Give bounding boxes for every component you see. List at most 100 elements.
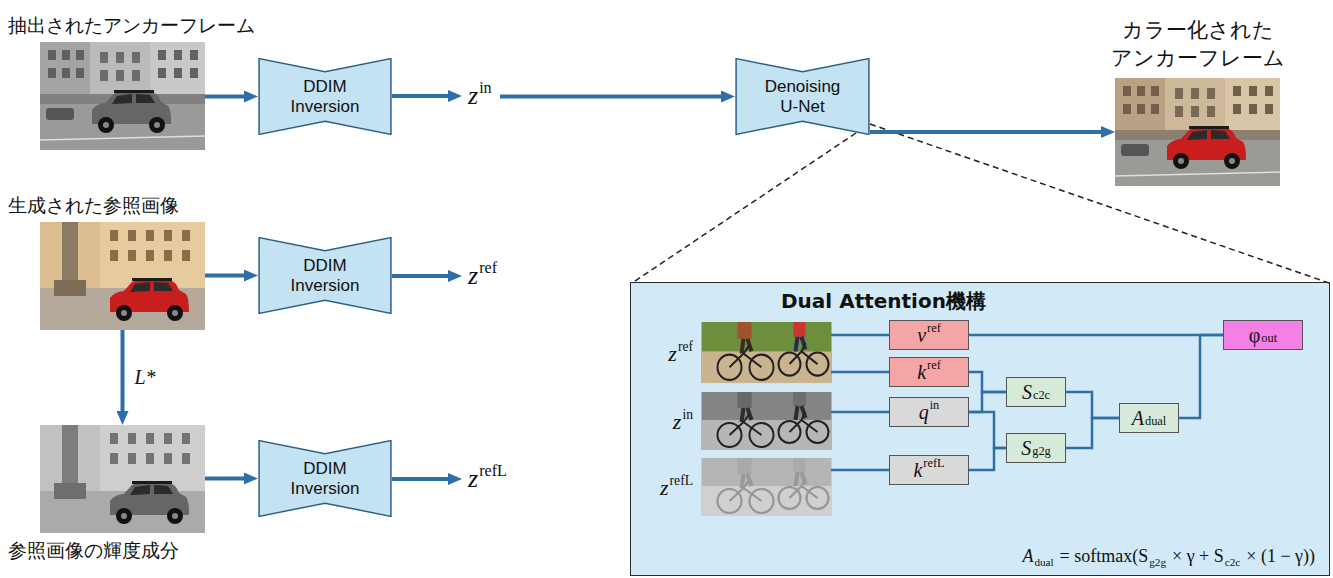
attention-line xyxy=(831,469,889,472)
attention-box: krefL xyxy=(889,455,969,485)
image-heading: カラー化された アンカーフレーム xyxy=(1103,17,1292,72)
symbol-index: refL xyxy=(923,456,944,471)
latent-image: zref xyxy=(701,323,831,384)
attention-box: Adual xyxy=(1119,403,1179,433)
symbol-index: out xyxy=(1261,331,1277,346)
symbol-letter: A xyxy=(1132,407,1144,430)
attention-line xyxy=(969,448,1006,470)
zin-image xyxy=(702,392,832,450)
colorized-frame-image xyxy=(1115,78,1280,186)
attention-box: kref xyxy=(889,357,969,387)
image-frame: 抽出されたアンカーフレーム xyxy=(40,42,205,150)
bowtie-outline xyxy=(259,59,391,135)
symbol-letter: S xyxy=(1022,381,1032,404)
zref-image xyxy=(702,322,832,383)
bowtie-outline xyxy=(259,441,391,517)
formula-part: g2g xyxy=(1149,556,1166,568)
attention-box: vref xyxy=(889,320,969,350)
block-caption: Denoising U-Net xyxy=(755,76,851,117)
attention-line xyxy=(969,334,1223,337)
flow-arrow xyxy=(121,330,125,417)
symbol-letter: z xyxy=(673,409,682,435)
attention-line xyxy=(969,372,1006,392)
block-label: DDIM Inversion xyxy=(291,458,360,497)
encoder-block: DDIM Inversion xyxy=(258,58,392,135)
symbol-letter: z xyxy=(668,341,677,367)
attention-line xyxy=(1179,335,1223,418)
symbol-index: g2g xyxy=(1032,444,1051,459)
bowtie-outline xyxy=(259,238,391,314)
formula-part: c2c xyxy=(1225,556,1240,568)
formula-part: dual xyxy=(1034,556,1053,568)
encoder-block: DDIM Inversion xyxy=(258,440,392,517)
attention-box: qin xyxy=(889,397,969,427)
flow-arrow xyxy=(205,95,250,99)
image-heading: 抽出されたアンカーフレーム xyxy=(8,14,255,37)
formula: Adual= softmax(Sg2g× γ + Sc2c× (1 − γ)) xyxy=(1022,546,1315,567)
reference-luminance-image xyxy=(40,425,205,533)
latent-symbol: zin xyxy=(462,76,500,116)
block-caption: DDIM Inversion xyxy=(277,255,373,296)
block-label: Denoising U-Net xyxy=(765,76,841,115)
symbol-index: refL xyxy=(479,462,507,480)
block-label: DDIM Inversion xyxy=(291,255,360,294)
edge-label: L* xyxy=(133,366,158,389)
symbol-letter: z xyxy=(468,464,478,494)
block-label: DDIM Inversion xyxy=(291,76,360,115)
flow-arrow xyxy=(205,274,250,278)
symbol-index: ref xyxy=(678,339,693,355)
symbol-index: in xyxy=(682,407,693,423)
symbol-index: ref xyxy=(927,321,941,336)
latent-label: zin xyxy=(673,409,693,435)
flow-arrow xyxy=(870,130,1107,134)
symbol-letter: z xyxy=(660,475,669,501)
attention-line xyxy=(831,334,889,337)
reference-image xyxy=(40,222,205,330)
block-caption: DDIM Inversion xyxy=(277,458,373,499)
zrefl-image xyxy=(702,458,832,516)
symbol-letter: q xyxy=(919,401,929,424)
attention-line xyxy=(831,371,889,374)
attention-box: φout xyxy=(1223,320,1303,350)
image-frame: カラー化された アンカーフレーム xyxy=(1115,78,1280,186)
image-frame: 生成された参照画像 xyxy=(40,222,205,330)
attention-box: Sc2c xyxy=(1006,377,1066,407)
symbol-index: refL xyxy=(670,473,693,489)
attention-line xyxy=(831,411,889,414)
flow-arrow xyxy=(500,95,727,99)
symbol-letter: v xyxy=(917,324,926,347)
flow-arrow xyxy=(392,274,454,278)
image-heading: 参照画像の輝度成分 xyxy=(8,539,179,562)
symbol-letter: z xyxy=(468,261,478,291)
block-caption: DDIM Inversion xyxy=(277,76,373,117)
symbol-letter: k xyxy=(913,459,922,482)
encoder-block: DDIM Inversion xyxy=(258,237,392,314)
zoom-line xyxy=(870,124,1329,283)
symbol-index: c2c xyxy=(1033,388,1050,403)
symbol-letter: z xyxy=(468,81,478,111)
symbol-letter: k xyxy=(917,361,926,384)
flow-arrow xyxy=(392,477,454,481)
symbol-index: dual xyxy=(1145,414,1166,429)
attention-line xyxy=(969,392,1006,412)
attention-line xyxy=(1066,418,1119,448)
formula-part: × γ + S xyxy=(1172,546,1224,566)
image-heading: 生成された参照画像 xyxy=(8,194,179,217)
zoom-line xyxy=(632,133,856,283)
bowtie-outline xyxy=(736,59,869,135)
image-frame: 参照画像の輝度成分 xyxy=(40,425,205,533)
flow-arrow xyxy=(392,94,454,98)
attention-line xyxy=(969,412,1006,448)
symbol-index: in xyxy=(479,79,492,97)
encoder-block: Denoising U-Net xyxy=(735,58,870,135)
formula-part: A xyxy=(1022,546,1033,566)
latent-label: zref xyxy=(668,341,693,367)
anchor-frame-image xyxy=(40,42,205,150)
attention-line xyxy=(1066,392,1119,418)
symbol-index: ref xyxy=(479,259,497,277)
panel-title: Dual Attention機構 xyxy=(781,288,986,315)
panel-ground xyxy=(630,282,1330,576)
attention-box: Sg2g xyxy=(1006,433,1066,463)
latent-symbol: zrefL xyxy=(462,459,515,499)
